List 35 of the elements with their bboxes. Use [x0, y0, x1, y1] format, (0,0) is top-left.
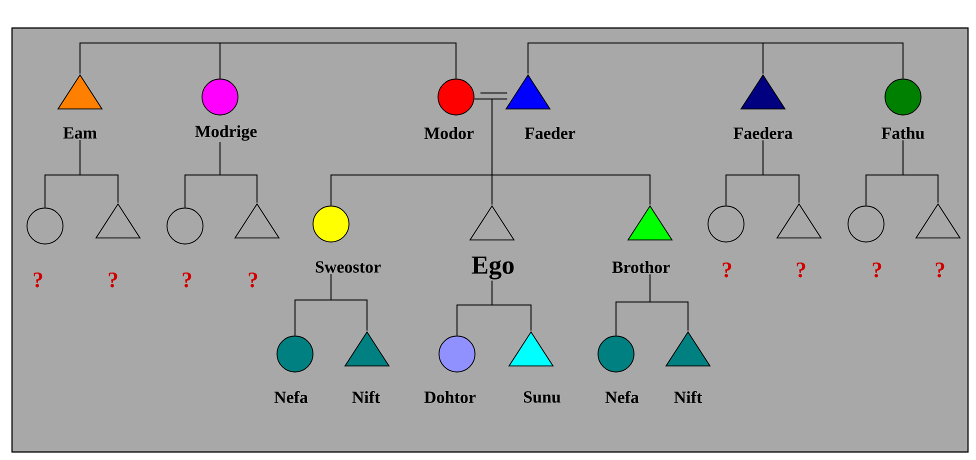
kin-term: Nift: [674, 390, 702, 404]
descent-line: [220, 142, 258, 204]
kin-term: Faeder: [524, 127, 576, 139]
kin-term: Nift: [352, 390, 380, 404]
descent-line: [80, 140, 118, 204]
kin-term: Nefa: [274, 390, 308, 404]
kin-term: Fathu: [882, 127, 924, 139]
descent-line: [474, 98, 650, 206]
sibling-line: [528, 42, 764, 74]
kin-term: Nefa: [605, 390, 639, 404]
kin-term: Ego: [472, 256, 514, 280]
question-mark: ?: [182, 272, 192, 288]
kin-term: Modrige: [195, 125, 257, 141]
question-mark: ?: [108, 272, 118, 288]
question-mark: ?: [248, 272, 258, 288]
question-mark: ?: [722, 262, 732, 278]
sibling-line: [762, 42, 904, 79]
question-mark: ?: [872, 262, 882, 278]
kin-term: Sunu: [524, 391, 560, 403]
kin-term: Faedera: [734, 127, 792, 139]
kin-term: Dohtor: [424, 391, 476, 403]
marriage-sign: [480, 92, 508, 100]
kin-term: Eam: [63, 127, 97, 139]
descent-line: [902, 140, 939, 204]
kin-term: Modor: [424, 127, 474, 139]
kin-term: Sweostor: [316, 261, 381, 273]
descent-line: [330, 274, 368, 332]
question-mark: ?: [796, 262, 806, 278]
kin-term: Brothor: [612, 261, 670, 273]
descent-line: [762, 140, 800, 204]
descent-line: [492, 280, 532, 332]
descent-line: [650, 274, 688, 332]
question-mark: ?: [936, 262, 944, 278]
question-mark: ?: [34, 272, 42, 288]
sibling-line: [220, 42, 456, 79]
